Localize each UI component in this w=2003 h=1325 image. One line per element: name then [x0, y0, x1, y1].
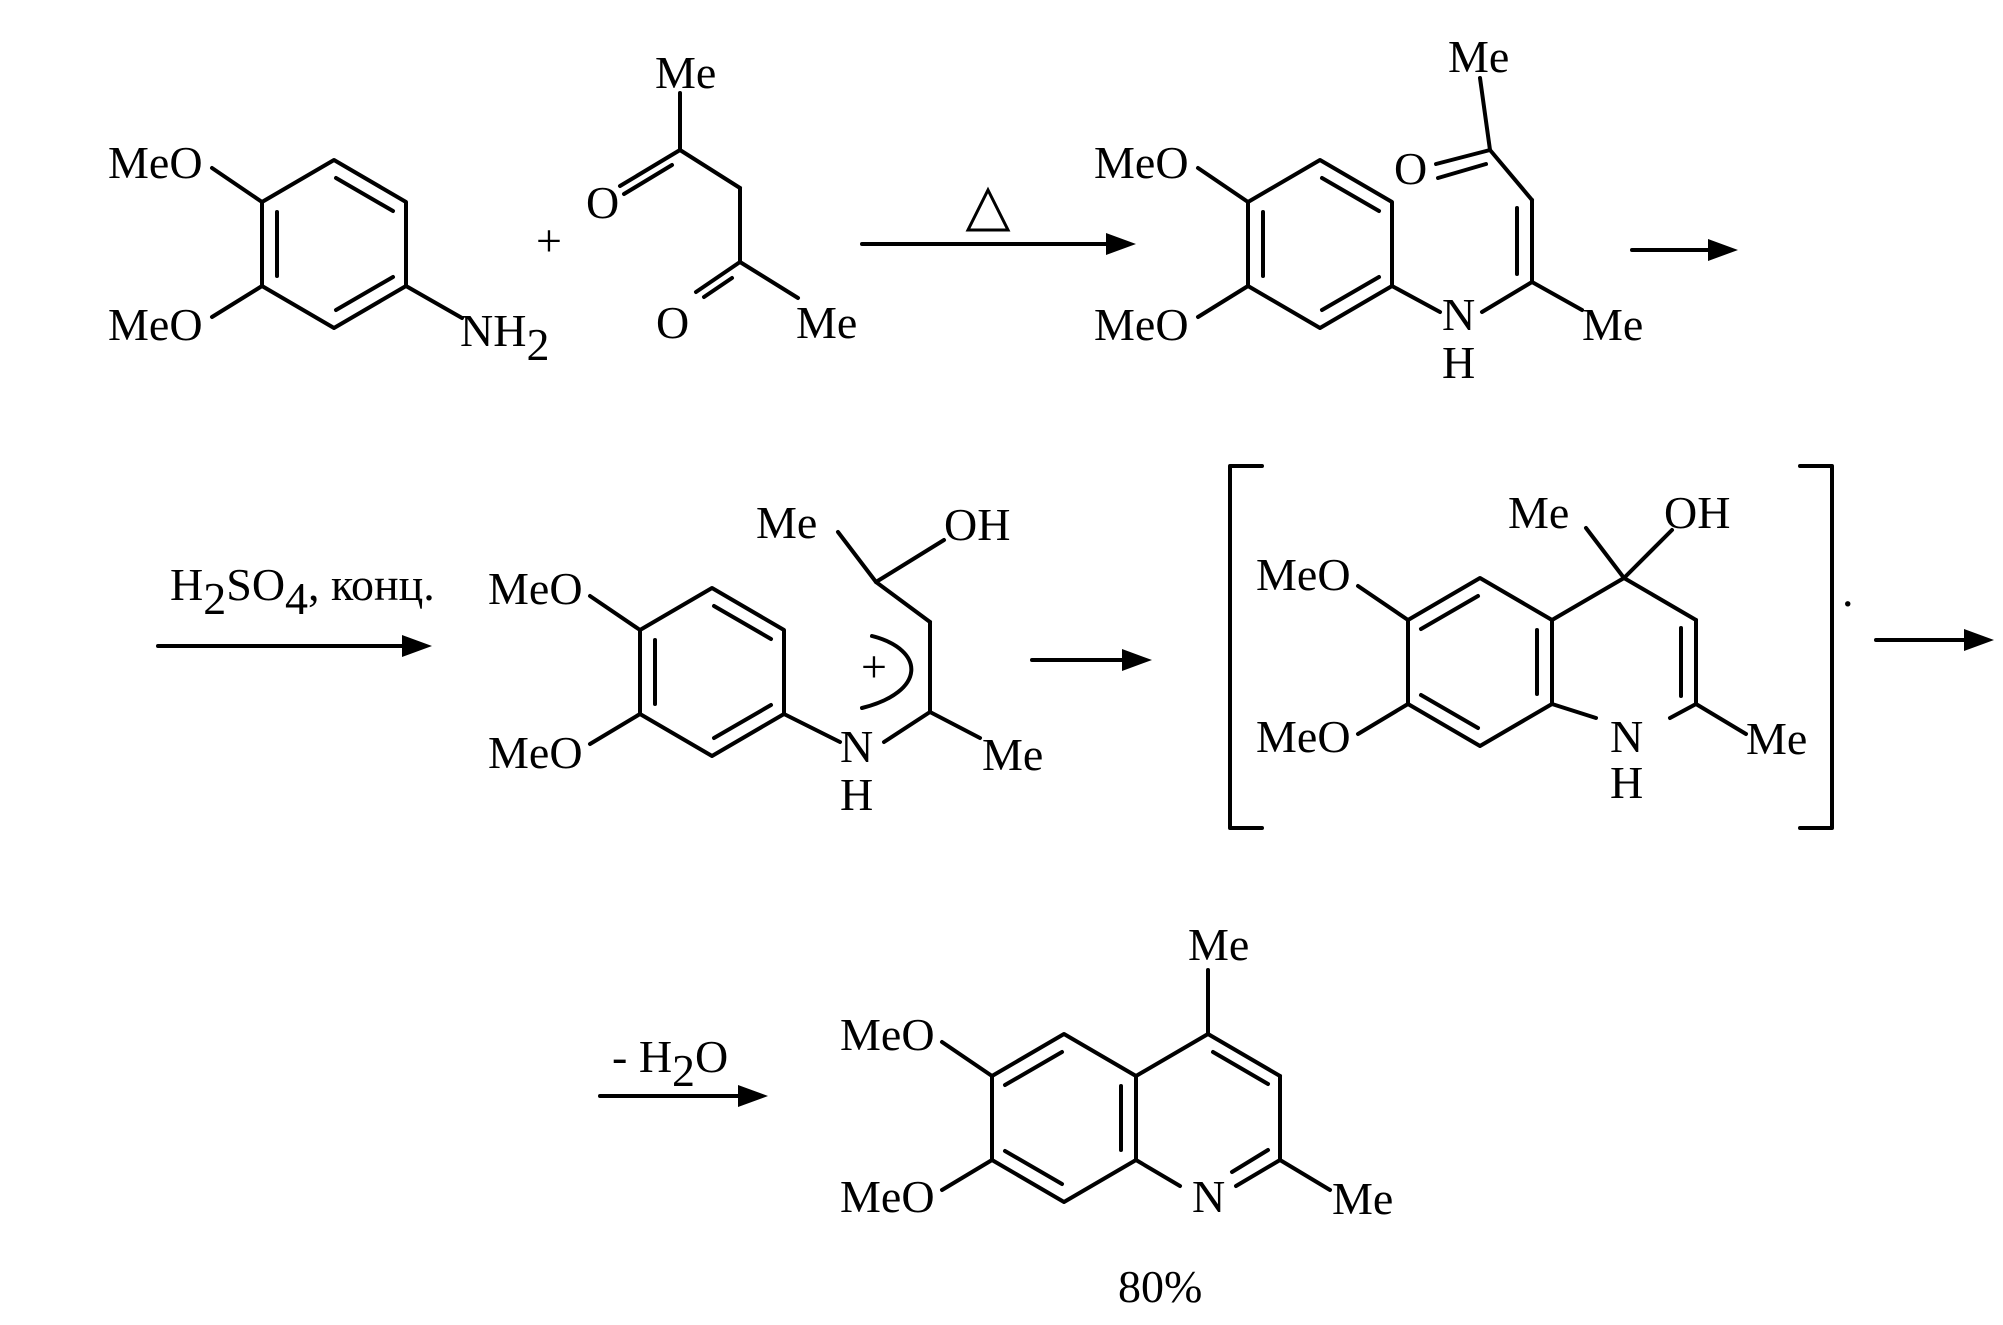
label-me: Me — [1188, 919, 1249, 970]
reaction-arrow — [1630, 239, 1738, 261]
label-h2so4: H2SO4, конц. — [170, 559, 435, 624]
reaction-arrow-h2so4: H2SO4, конц. — [156, 559, 435, 657]
label-meo: MeO — [488, 563, 583, 614]
molecule-dihydroquinoline-bracketed: . MeO MeO Me OH N H Me — [1228, 464, 1854, 830]
molecule-dimethoxyaniline: MeO MeO NH2 — [108, 137, 549, 370]
label-n: N — [840, 721, 873, 772]
heat-triangle-icon — [965, 186, 1011, 232]
yield-label: 80% — [1118, 1261, 1202, 1312]
resonance-arc — [860, 634, 914, 710]
label-o: O — [656, 297, 689, 348]
label-plus-charge: + — [861, 641, 887, 692]
molecule-acetylacetone: Me O O Me — [586, 47, 857, 348]
label-meo: MeO — [108, 299, 203, 350]
reaction-arrow — [1874, 629, 1994, 651]
label-dot: . — [1842, 565, 1854, 616]
label-oh: OH — [944, 499, 1010, 550]
label-me: Me — [756, 497, 817, 548]
label-oh: OH — [1664, 487, 1730, 538]
label-meo: MeO — [108, 137, 203, 188]
label-me: Me — [655, 47, 716, 98]
label-me: Me — [1448, 31, 1509, 82]
molecule-cation-intermediate: + MeO MeO Me OH N H Me — [488, 497, 1043, 820]
reaction-arrow-heat — [860, 186, 1136, 255]
molecule-quinoline-product: MeO MeO Me N Me 80% — [840, 919, 1393, 1312]
label-h: H — [1610, 757, 1643, 808]
label-me: Me — [1746, 713, 1807, 764]
reaction-arrow-dehydration: - H2O — [598, 1031, 768, 1107]
label-h: H — [1442, 337, 1475, 388]
label-minus-h2o: - H2O — [612, 1031, 728, 1096]
label-meo: MeO — [488, 727, 583, 778]
plus-sign: + — [536, 215, 562, 266]
molecule-enaminone: MeO MeO Me O N H Me — [1094, 31, 1643, 388]
label-me: Me — [982, 729, 1043, 780]
label-meo: MeO — [840, 1171, 935, 1222]
label-meo: MeO — [1256, 549, 1351, 600]
label-o: O — [586, 177, 619, 228]
label-n: N — [1192, 1171, 1225, 1222]
label-h: H — [840, 769, 873, 820]
label-me: Me — [1332, 1173, 1393, 1224]
label-me: Me — [1508, 487, 1569, 538]
label-o: O — [1394, 143, 1427, 194]
label-meo: MeO — [840, 1009, 935, 1060]
label-nh2: NH2 — [460, 305, 549, 370]
label-meo: MeO — [1256, 711, 1351, 762]
label-n: N — [1610, 711, 1643, 762]
label-me: Me — [1582, 299, 1643, 350]
label-meo: MeO — [1094, 299, 1189, 350]
reaction-arrow — [1030, 649, 1152, 671]
label-me: Me — [796, 297, 857, 348]
label-n: N — [1442, 289, 1475, 340]
label-meo: MeO — [1094, 137, 1189, 188]
